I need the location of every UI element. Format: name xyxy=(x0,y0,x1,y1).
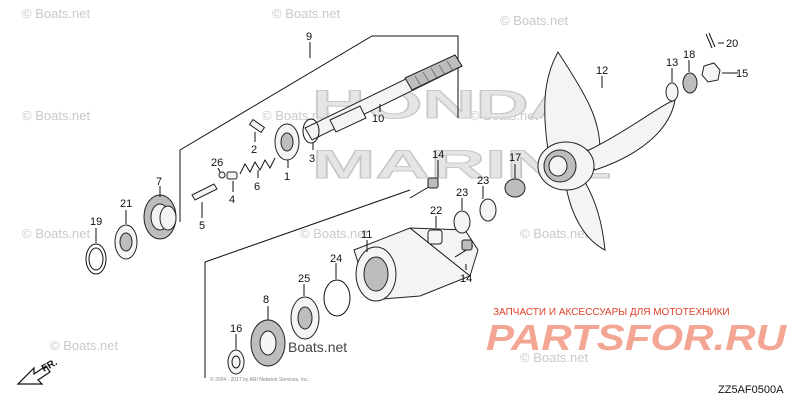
watermark-layer: © Boats.net © Boats.net © Boats.net © Bo… xyxy=(22,6,589,365)
forward-gear xyxy=(250,319,286,367)
needle-bearing xyxy=(427,229,443,245)
watermark: © Boats.net xyxy=(300,226,369,241)
callout-7: 7 xyxy=(156,176,162,188)
watermark: © Boats.net xyxy=(520,350,589,365)
lower-frame-top xyxy=(204,189,411,263)
shifter-pin xyxy=(191,183,218,201)
ru-caption: ЗАПЧАСТИ И АКСЕССУАРЫ ДЛЯ МОТОТЕХНИКИ xyxy=(493,307,730,318)
plain-washer xyxy=(682,72,698,94)
pin xyxy=(248,118,266,134)
callout-14-top: 14 xyxy=(432,149,444,161)
watermark: © Boats.net xyxy=(22,6,91,21)
steel-ball xyxy=(218,171,226,179)
prop-bushing xyxy=(504,178,526,198)
reverse-gear xyxy=(143,194,177,240)
arrow-icon xyxy=(16,365,51,385)
callout-15: 15 xyxy=(736,68,748,80)
callout-25: 25 xyxy=(298,273,310,285)
o-ring xyxy=(323,279,351,317)
callout-22: 22 xyxy=(430,205,442,217)
roller-bearing xyxy=(114,224,138,260)
watermark: © Boats.net xyxy=(470,108,539,123)
leader-lines xyxy=(95,42,738,349)
forward-shim xyxy=(227,349,245,375)
thrust-shim xyxy=(85,243,107,275)
callout-labels: 9 10 1 2 3 4 5 6 7 8 11 12 13 14 14 15 1… xyxy=(90,31,748,335)
callout-5: 5 xyxy=(199,220,205,232)
bolt xyxy=(454,239,474,258)
partsfor-logo: PARTSFOR.RU xyxy=(486,317,787,358)
boats-text: Boats.net xyxy=(288,339,347,355)
direction-label: FR. xyxy=(40,357,60,375)
callout-21: 21 xyxy=(120,198,132,210)
watermark: © Boats.net xyxy=(272,6,341,21)
gear-case xyxy=(353,227,479,302)
copyright-text: © 2004 - 2017 by ARI Network Services, I… xyxy=(210,376,309,383)
callout-2: 2 xyxy=(251,144,257,156)
callout-19: 19 xyxy=(90,216,102,228)
oil-seal xyxy=(453,210,471,234)
watermark: © Boats.net xyxy=(500,13,569,28)
callout-8: 8 xyxy=(263,294,269,306)
callout-17: 17 xyxy=(509,152,521,164)
callout-12: 12 xyxy=(596,65,608,77)
ball-bearing xyxy=(290,296,320,340)
bolt xyxy=(409,177,439,199)
spring-ring xyxy=(302,118,320,144)
callout-20: 20 xyxy=(726,38,738,50)
callout-26: 26 xyxy=(211,157,223,169)
propeller-shaft xyxy=(304,54,463,141)
diagram-code: ZZ5AF0500A xyxy=(718,384,784,396)
clutch-dog xyxy=(274,123,300,161)
callout-16: 16 xyxy=(230,323,242,335)
callout-10: 10 xyxy=(372,113,384,125)
propeller xyxy=(537,51,676,251)
callout-1: 1 xyxy=(284,171,290,183)
callout-6: 6 xyxy=(254,181,260,193)
callout-3: 3 xyxy=(309,153,315,165)
watermark: © Boats.net xyxy=(50,338,119,353)
thrust-washer xyxy=(665,82,679,102)
clutch-slider xyxy=(226,171,238,180)
watermark: © Boats.net xyxy=(22,108,91,123)
watermark: © Boats.net xyxy=(520,226,589,241)
callout-23-right: 23 xyxy=(477,175,489,187)
return-spring xyxy=(239,157,276,175)
oil-seal xyxy=(479,198,497,222)
callout-24: 24 xyxy=(330,253,342,265)
cotter-pin xyxy=(705,32,716,49)
callout-9: 9 xyxy=(306,31,312,43)
front-direction-indicator: FR. xyxy=(16,357,60,385)
callout-18: 18 xyxy=(683,49,695,61)
callout-23-left: 23 xyxy=(456,187,468,199)
propeller-nut xyxy=(701,62,721,83)
callout-4: 4 xyxy=(229,194,235,206)
watermark: © Boats.net xyxy=(22,226,91,241)
callout-13: 13 xyxy=(666,57,678,69)
callout-14-bottom: 14 xyxy=(460,273,472,285)
callout-11: 11 xyxy=(361,229,372,241)
